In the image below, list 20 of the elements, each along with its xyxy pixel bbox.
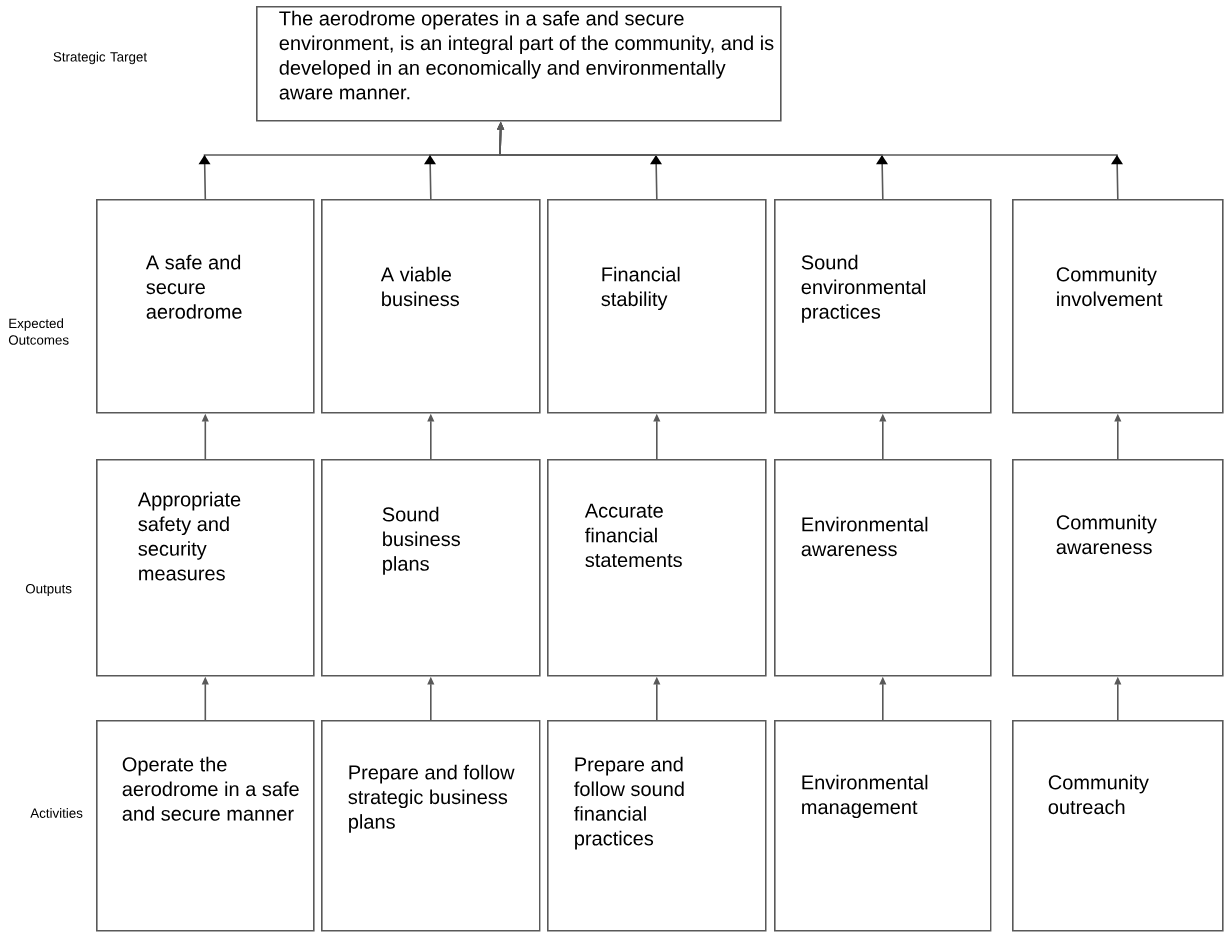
process-box: Operate the aerodrome in a safe and secure manner <box>96 720 315 932</box>
process-box: Community involvement <box>1012 199 1224 414</box>
process-box: Environmental management <box>774 720 992 932</box>
process-box: Appropriate safety and security measures <box>96 459 315 677</box>
process-box: Accurate financial statements <box>547 459 767 677</box>
row-label: Activities <box>30 808 83 818</box>
target-box: The aerodrome operates in a safe and secure environment, is an integral part of the community, and is developed in an economically and environmentally aware manner. <box>256 6 782 122</box>
process-box: Prepare and follow strategic business plans <box>321 720 541 932</box>
process-box: Sound business plans <box>321 459 541 677</box>
process-box: Community awareness <box>1012 459 1224 677</box>
process-box: Sound environmental practices <box>774 199 992 414</box>
process-box: Environmental awareness <box>774 459 992 677</box>
process-box: Financial stability <box>547 199 767 414</box>
row-label: Strategic Target <box>53 51 147 65</box>
process-box: A viable business <box>321 199 541 414</box>
process-box: Prepare and follow sound financial practices <box>547 720 767 932</box>
process-box: Community outreach <box>1012 720 1224 932</box>
process-box: A safe and secure aerodrome <box>96 199 315 414</box>
row-label: Expected Outcomes <box>8 318 69 345</box>
row-label: Outputs <box>25 583 72 597</box>
